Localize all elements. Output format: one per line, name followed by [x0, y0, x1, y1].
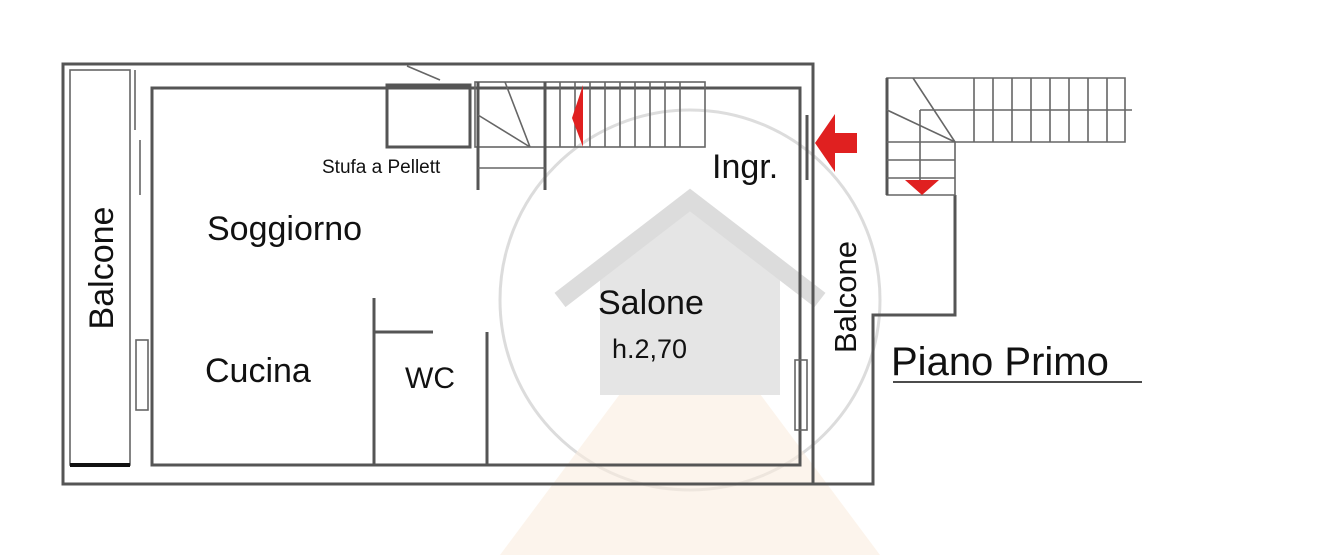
walls: [61, 62, 1132, 486]
label-balcone-right: Balcone: [828, 241, 863, 353]
stair-arrow-icon: [572, 85, 583, 147]
label-salone: Salone: [598, 284, 704, 322]
label-wc: WC: [405, 362, 455, 395]
label-stufa: Stufa a Pellett: [322, 157, 441, 178]
stair-treads: [476, 81, 681, 190]
watermark-logo: [498, 108, 882, 555]
label-ingresso: Ingr.: [712, 148, 778, 186]
label-salone-height: h.2,70: [612, 334, 687, 364]
label-cucina: Cucina: [205, 352, 311, 390]
label-balcone-left: Balcone: [83, 207, 121, 330]
down-arrow-icon: [905, 180, 939, 195]
plan-title: Piano Primo: [891, 340, 1109, 384]
label-soggiorno: Soggiorno: [207, 210, 362, 248]
entrance-arrow-icon: [815, 114, 857, 172]
